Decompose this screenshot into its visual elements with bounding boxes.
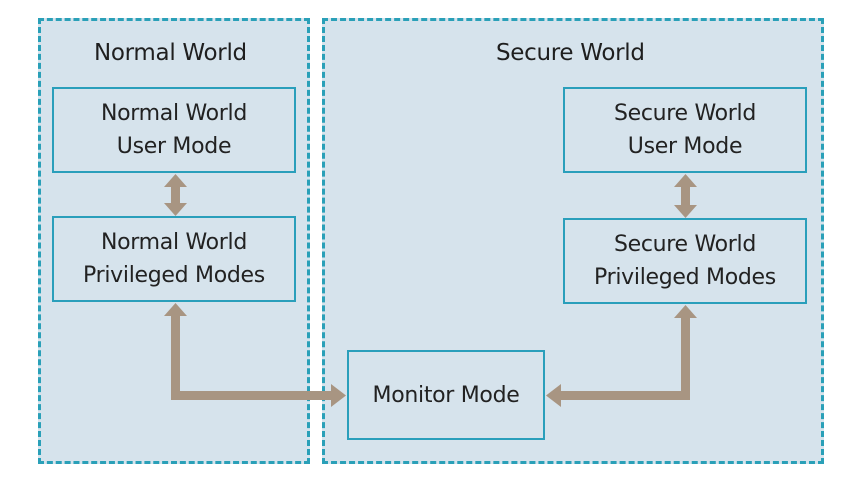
normal-privileged-modes-line2: Privileged Modes: [83, 263, 265, 288]
secure-user-mode-line2: User Mode: [627, 134, 743, 159]
normal-privileged-monitor-arrow: [164, 303, 346, 407]
secure-privileged-modes-line1: Secure World: [613, 232, 757, 257]
secure-world-privileged-modes-box: Secure World Privileged Modes: [563, 218, 807, 304]
monitor-mode-box: Monitor Mode: [347, 350, 545, 440]
normal-privileged-modes-line1: Normal World: [100, 230, 248, 255]
normal-world-user-mode-box: Normal World User Mode: [52, 87, 296, 173]
monitor-secure-privileged-arrow: [546, 305, 697, 407]
normal-world-title: Normal World: [94, 40, 247, 66]
monitor-mode-label: Monitor Mode: [372, 382, 520, 408]
secure-user-privileged-double-arrow: [674, 174, 697, 218]
normal-user-privileged-double-arrow: [164, 174, 187, 216]
secure-world-user-mode-box: Secure World User Mode: [563, 87, 807, 173]
normal-user-mode-line2: User Mode: [116, 134, 232, 159]
secure-privileged-modes-line2: Privileged Modes: [594, 265, 776, 290]
normal-user-mode-line1: Normal World: [100, 101, 248, 126]
secure-user-mode-line1: Secure World: [613, 101, 757, 126]
secure-world-title: Secure World: [496, 40, 645, 66]
normal-world-privileged-modes-box: Normal World Privileged Modes: [52, 216, 296, 302]
